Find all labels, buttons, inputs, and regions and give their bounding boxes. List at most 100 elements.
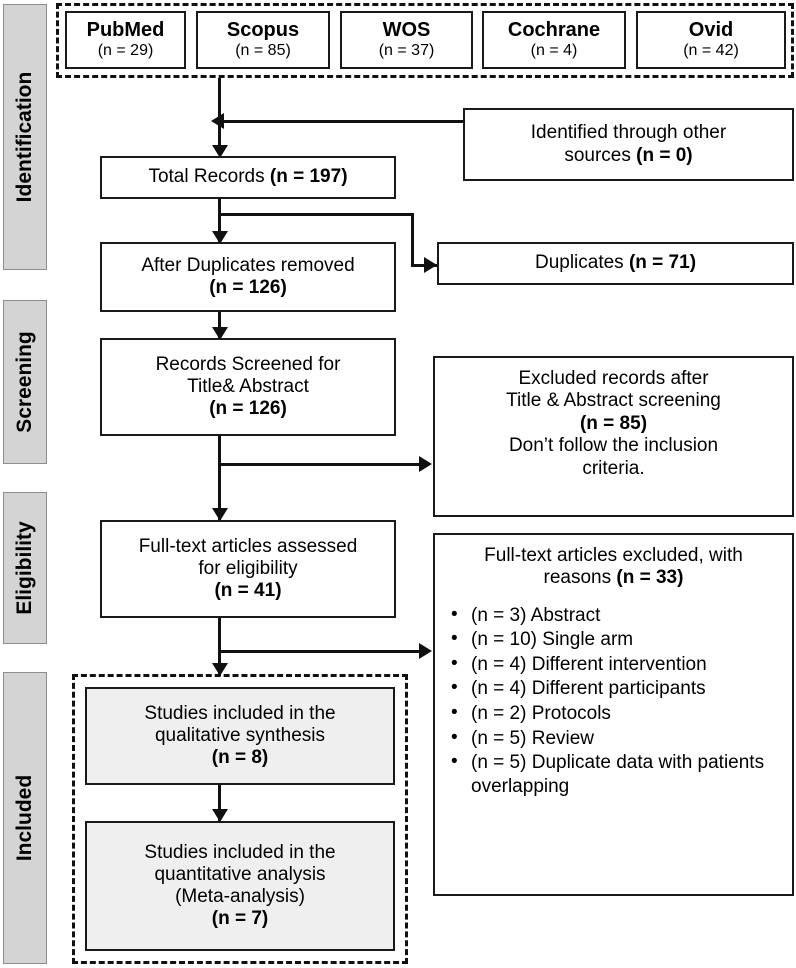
reason-text: (n = 10) Single arm [471,629,634,651]
excluded-records-line5: criteria. [582,457,645,479]
records-screened-line2: Title& Abstract [187,375,309,397]
list-item: •(n = 5) Review [445,727,782,751]
source-box-ovid: Ovid (n = 42) [636,11,786,69]
arrowhead-sources-to-total [212,145,228,158]
other-sources-line2-text: sources [564,144,637,166]
list-item: • (n = 4) Different participants [445,677,782,701]
arrowhead-total-to-afterdup [212,231,228,244]
source-count-cochrane: (n = 4) [530,42,578,60]
total-records-box: Total Records (n = 197) [100,156,396,199]
total-records-text: Total Records (n = 197) [106,166,390,188]
source-count-scopus: (n = 85) [235,42,291,60]
source-box-pubmed: PubMed (n = 29) [65,11,186,69]
connector-branch-duplicates-h1 [218,213,414,216]
arrowhead-afterdup-to-screened [212,327,228,340]
connector-fulltext-to-included [218,618,221,676]
after-duplicates-box: After Duplicates removed (n = 126) [100,242,396,312]
source-name-pubmed: PubMed [86,18,165,41]
source-count-wos: (n = 37) [378,42,435,60]
duplicates-count: (n = 71) [628,252,697,274]
excluded-records-line4: Don’t follow the inclusion [508,435,719,457]
arrowhead-fulltext-excluded [419,643,432,659]
source-name-scopus: Scopus [226,18,300,41]
records-screened-count: (n = 126) [209,398,287,420]
reason-text: (n = 5) Review [471,727,595,749]
arrowhead-fulltext-to-included [212,663,228,676]
after-duplicates-count: (n = 126) [209,277,287,298]
qualitative-synthesis-box: Studies included in the qualitative synt… [85,687,395,785]
arrowhead-qualitative-to-quantitative [212,809,228,822]
arrowhead-excluded-records [419,456,432,472]
bullet-icon: • [451,603,458,625]
after-duplicates-line1: After Duplicates removed [141,254,355,276]
fulltext-assessed-line2: for eligibility [198,557,298,579]
arrowhead-other-sources [211,113,224,129]
duplicates-label: Duplicates [534,252,629,274]
list-item: • (n = 10) Single arm [445,628,782,652]
qualitative-line1: Studies included in the [144,702,336,724]
connector-screened-to-fulltext [218,436,221,520]
reason-text: (n = 4) Different participants [471,678,706,700]
stage-screening: Screening [3,300,47,464]
fulltext-excluded-line2-text: reasons [543,567,617,589]
fulltext-excluded-reason-list: • (n = 3) Abstract • (n = 10) Single arm •… [445,604,782,798]
reason-text: (n = 3) Abstract [471,604,601,626]
stage-eligibility: Eligibility [3,492,47,644]
excluded-records-box: Excluded records after Title & Abstract … [433,356,794,517]
source-box-cochrane: Cochrane (n = 4) [482,11,626,69]
source-box-scopus: Scopus (n = 85) [196,11,330,69]
bullet-icon: • [451,628,458,650]
fulltext-excluded-heading: Full-text articles excluded, with reason… [445,545,782,590]
source-name-cochrane: Cochrane [507,18,601,41]
connector-other-sources-to-trunk [222,120,465,123]
stage-identification: Identification [3,4,47,270]
stage-label-included: Included [13,774,36,862]
connector-branch-excluded-records [218,463,420,466]
total-records-count: (n = 197) [269,166,348,188]
source-count-ovid: (n = 42) [683,42,739,60]
duplicates-box: Duplicates (n = 71) [437,242,794,285]
quantitative-analysis-box: Studies included in the quantitative ana… [85,821,395,951]
total-records-label: Total Records [148,166,270,188]
stage-included: Included [3,672,47,964]
connector-total-to-afterdup [218,199,221,243]
connector-afterdup-to-screened [218,312,221,340]
stage-label-identification: Identification [13,71,36,203]
qualitative-line2: qualitative synthesis [154,724,326,746]
source-name-wos: WOS [382,18,431,41]
other-sources-line2: sources (n = 0) [469,145,788,167]
fulltext-assessed-line1: Full-text articles assessed [138,535,358,557]
list-item: •(n = 2) Protocols [445,702,782,726]
list-item: • (n = 4) Different intervention [445,653,782,677]
fulltext-assessed-count: (n = 41) [214,580,282,602]
records-screened-box: Records Screened for Title& Abstract (n … [100,338,396,436]
quantitative-line1: Studies included in the [144,841,336,863]
bullet-icon: • [451,652,458,674]
other-sources-count: (n = 0) [636,144,693,166]
quantitative-line3: (Meta-analysis) [175,886,305,907]
fulltext-excluded-line1: Full-text articles excluded, with [484,545,743,566]
list-item: •(n = 5) Duplicate data with patients ov… [445,751,782,798]
qualitative-count: (n = 8) [211,747,269,769]
excluded-records-line2: Title & Abstract screening [506,390,721,412]
duplicates-text: Duplicates (n = 71) [443,252,788,274]
fulltext-assessed-box: Full-text articles assessed for eligibil… [100,520,396,618]
arrowhead-duplicates [424,257,437,273]
excluded-records-text: Excluded records after Title & Abstract … [445,368,782,480]
reason-text: (n = 4) Different intervention [471,653,707,675]
source-name-ovid: Ovid [688,18,734,41]
excluded-records-count: (n = 85) [579,412,648,434]
stage-label-screening: Screening [13,331,36,433]
other-sources-box: Identified through other sources (n = 0) [463,108,794,181]
fulltext-excluded-line2: reasons (n = 33) [445,567,782,589]
arrowhead-screened-to-fulltext [212,508,228,521]
source-box-wos: WOS (n = 37) [340,11,473,69]
bullet-icon: • [451,751,458,773]
quantitative-count: (n = 7) [211,908,269,930]
excluded-records-line1: Excluded records after [518,368,709,389]
connector-branch-fulltext-excluded [218,650,420,653]
fulltext-excluded-box: Full-text articles excluded, with reason… [433,533,794,896]
bullet-icon: • [451,677,458,699]
connector-qualitative-to-quantitative [218,785,221,821]
